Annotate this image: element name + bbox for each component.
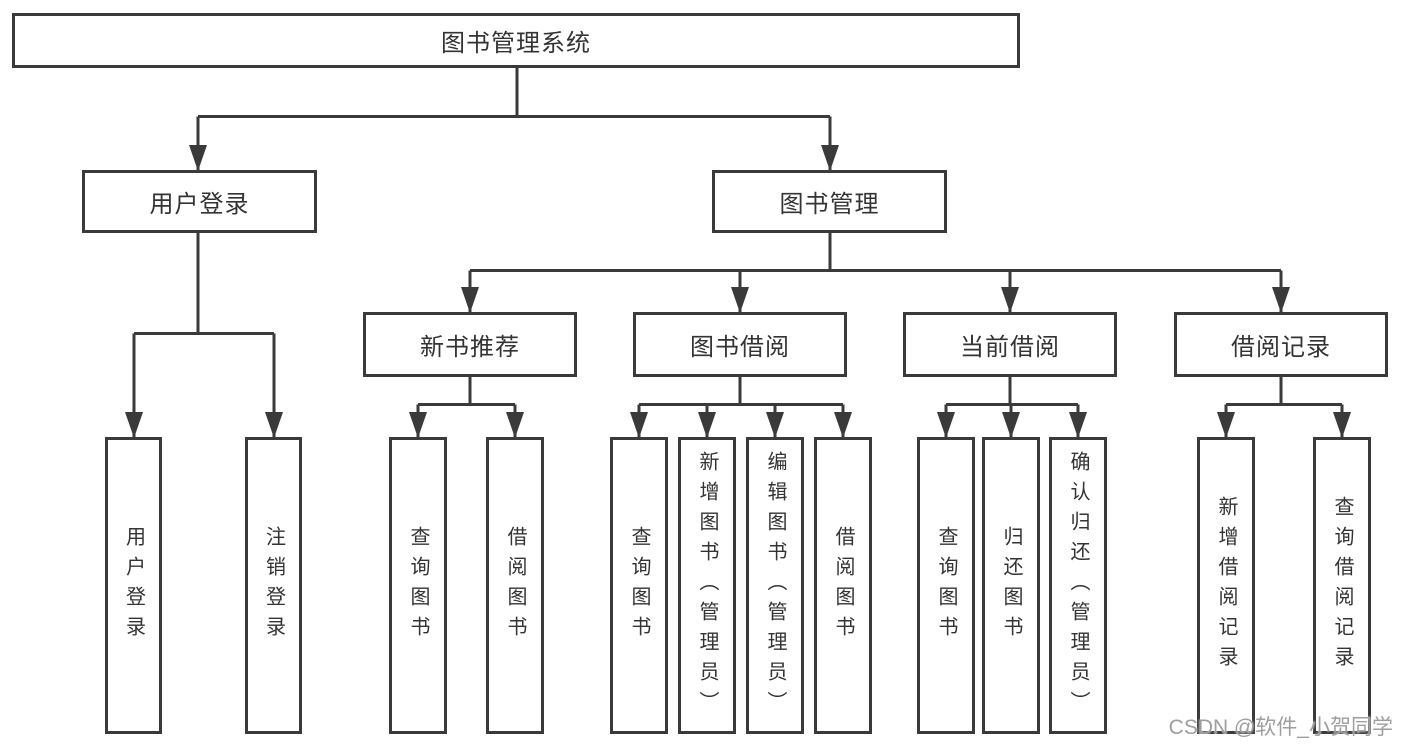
node-current-borrow: 当前借阅 bbox=[903, 312, 1117, 377]
leaf-br-add-record: 新增借阅记录 bbox=[1197, 437, 1255, 734]
leaf-label: 新增借阅记录 bbox=[1215, 495, 1237, 676]
leaf-nbr-borrow-books: 借阅图书 bbox=[486, 437, 544, 734]
leaf-bb-add-books-admin: 新增图书（管理员） bbox=[678, 437, 736, 734]
leaf-logout: 注销登录 bbox=[245, 437, 302, 734]
leaf-label: 确认归还（管理员） bbox=[1067, 450, 1089, 721]
node-book-borrow: 图书借阅 bbox=[633, 312, 847, 377]
node-user-login: 用户登录 bbox=[82, 170, 317, 233]
leaf-nbr-query-books: 查询图书 bbox=[389, 437, 447, 734]
leaf-bb-borrow-books: 借阅图书 bbox=[814, 437, 872, 734]
leaf-label: 新增图书（管理员） bbox=[696, 450, 718, 721]
leaf-label: 查询图书 bbox=[407, 525, 429, 646]
leaf-user-login: 用户登录 bbox=[105, 437, 162, 734]
leaf-cb-query-books: 查询图书 bbox=[917, 437, 975, 734]
node-book-management: 图书管理 bbox=[712, 170, 947, 233]
leaf-label: 注销登录 bbox=[262, 525, 285, 646]
node-new-book-recommend: 新书推荐 bbox=[363, 312, 577, 377]
watermark: CSDN @软件_小贺同学 bbox=[1168, 716, 1393, 739]
leaf-br-query-record: 查询借阅记录 bbox=[1313, 437, 1371, 734]
node-borrow-records: 借阅记录 bbox=[1174, 312, 1388, 377]
leaf-label: 借阅图书 bbox=[832, 525, 854, 646]
leaf-cb-confirm-return-admin: 确认归还（管理员） bbox=[1049, 437, 1107, 734]
leaf-label: 查询图书 bbox=[628, 525, 650, 646]
leaf-label: 归还图书 bbox=[1000, 525, 1022, 646]
leaf-label: 用户登录 bbox=[122, 525, 145, 646]
leaf-label: 借阅图书 bbox=[504, 525, 526, 646]
leaf-cb-return-books: 归还图书 bbox=[982, 437, 1040, 734]
leaf-bb-edit-books-admin: 编辑图书（管理员） bbox=[746, 437, 804, 734]
node-library-system: 图书管理系统 bbox=[12, 13, 1020, 68]
leaf-bb-query-books: 查询图书 bbox=[610, 437, 668, 734]
leaf-label: 查询借阅记录 bbox=[1331, 495, 1353, 676]
leaf-label: 查询图书 bbox=[935, 525, 957, 646]
leaf-label: 编辑图书（管理员） bbox=[764, 450, 786, 721]
